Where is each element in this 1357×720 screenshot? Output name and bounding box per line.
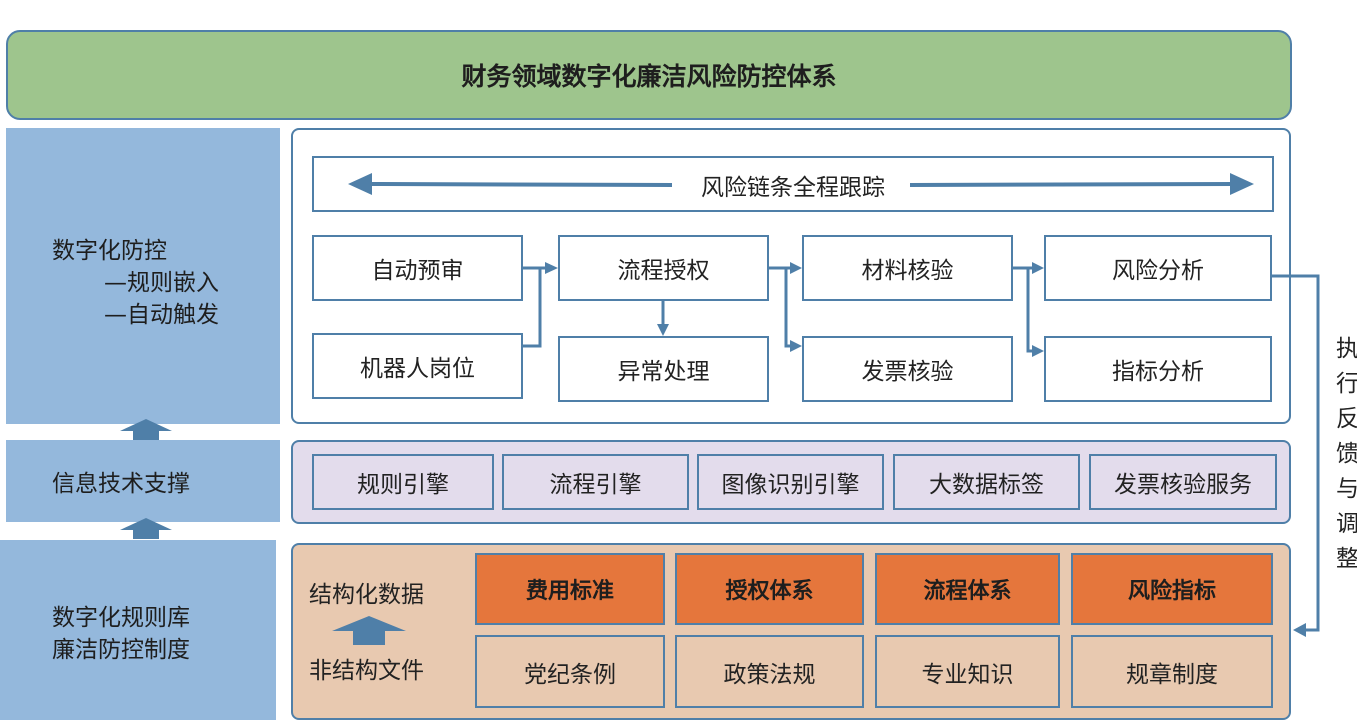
rule-policies-laws: 政策法规 <box>675 635 864 708</box>
label-line-2: 廉洁防控制度 <box>52 637 190 663</box>
rule-process-system: 流程体系 <box>875 553 1060 625</box>
label-line-3: —自动触发 <box>104 302 219 328</box>
node-robot-post: 机器人岗位 <box>312 333 523 399</box>
engine-invoice-service: 发票核验服务 <box>1089 454 1277 510</box>
double-arrow-icon <box>348 173 1254 195</box>
risk-chain-label: 风险链条全程跟踪 <box>676 168 910 202</box>
feedback-char: 反 <box>1336 406 1357 432</box>
rule-risk-indicator: 风险指标 <box>1071 553 1273 625</box>
up-arrow-icon <box>120 419 172 440</box>
node-exception-handling: 异常处理 <box>558 336 769 402</box>
label-line-1: 数字化防控 <box>52 238 167 264</box>
engine-big-data-tag: 大数据标签 <box>893 454 1080 510</box>
label-line-2: —规则嵌入 <box>104 270 219 296</box>
unstructured-file-label: 非结构文件 <box>309 658 424 684</box>
feedback-char: 调 <box>1336 511 1357 537</box>
feedback-char: 执 <box>1336 336 1357 362</box>
rule-party-regulations: 党纪条例 <box>475 635 665 708</box>
engine-flow: 流程引擎 <box>502 454 689 510</box>
left-label-digital-control: 数字化防控 —规则嵌入 —自动触发 <box>6 128 280 424</box>
rule-professional-knowledge: 专业知识 <box>875 635 1060 708</box>
up-arrow-icon <box>332 616 406 645</box>
left-label-rule-library: 数字化规则库 廉洁防控制度 <box>0 540 276 720</box>
feedback-char: 馈 <box>1336 441 1357 467</box>
engine-rule: 规则引擎 <box>312 454 494 510</box>
up-arrow-icon <box>120 518 172 539</box>
feedback-label: 执 行 反 馈 与 调 整 <box>1336 332 1357 577</box>
feedback-char: 与 <box>1336 476 1357 502</box>
feedback-char: 整 <box>1336 546 1357 572</box>
node-invoice-check: 发票核验 <box>802 336 1013 402</box>
label-line-1: 数字化规则库 <box>52 605 190 631</box>
rule-authorization-system: 授权体系 <box>675 553 864 625</box>
feedback-char: 行 <box>1336 371 1357 397</box>
page-title: 财务领域数字化廉洁风险防控体系 <box>6 30 1292 120</box>
rule-bylaws: 规章制度 <box>1071 635 1273 708</box>
node-risk-analysis: 风险分析 <box>1044 235 1272 301</box>
structured-data-label: 结构化数据 <box>309 582 424 608</box>
engine-image-recognition: 图像识别引擎 <box>697 454 884 510</box>
node-material-check: 材料核验 <box>802 235 1013 301</box>
node-indicator-analysis: 指标分析 <box>1044 336 1272 402</box>
node-auto-review: 自动预审 <box>312 235 523 301</box>
node-flow-authorization: 流程授权 <box>558 235 769 301</box>
left-label-it-support: 信息技术支撑 <box>6 440 280 522</box>
rule-expense-standard: 费用标准 <box>475 553 665 625</box>
